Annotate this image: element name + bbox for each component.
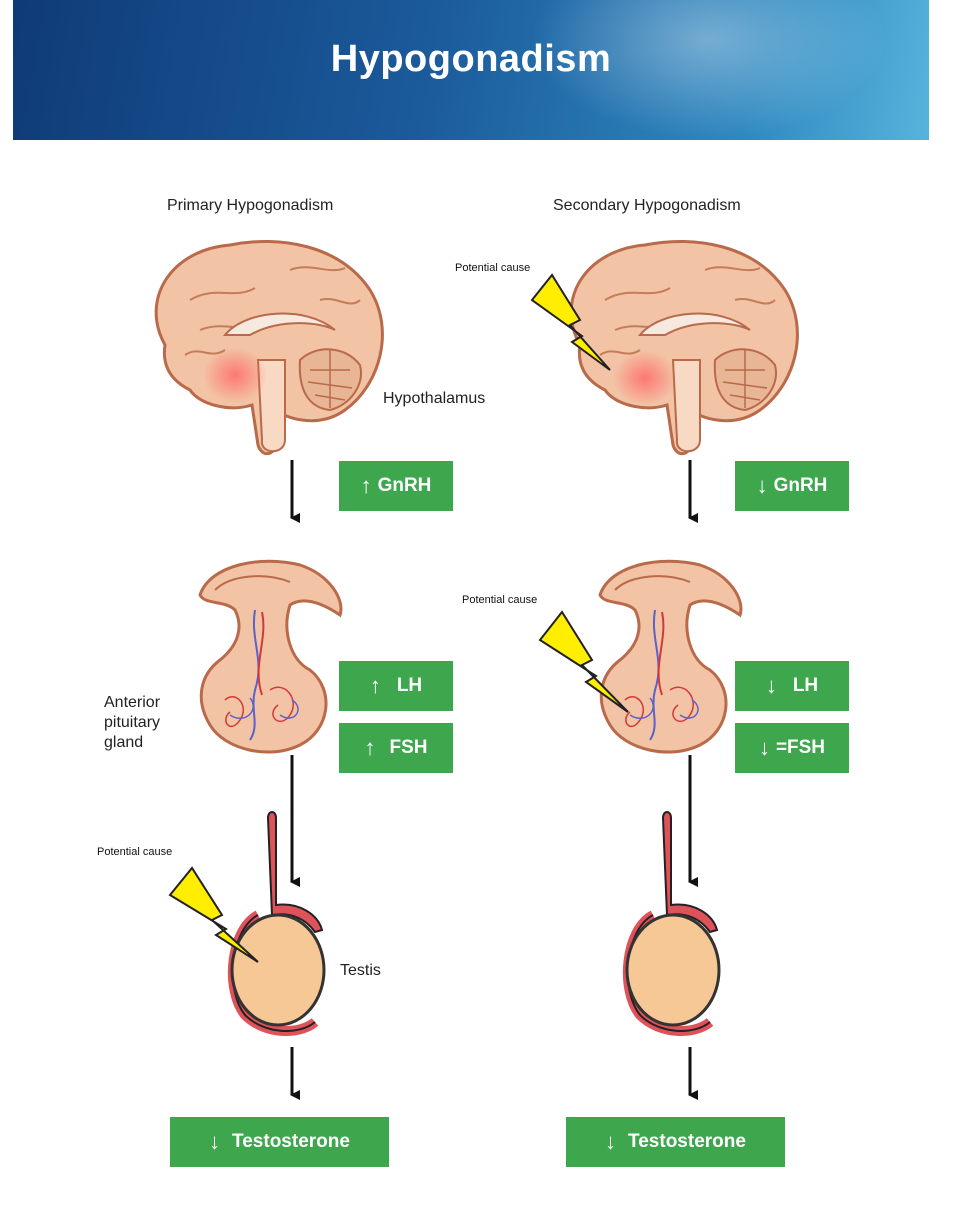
secondary-gnrh-text: GnRH	[773, 475, 828, 496]
primary-column-title: Primary Hypogonadism	[167, 197, 334, 214]
primary-brain-icon	[154, 239, 384, 456]
primary-lh-badge: ↑ LH	[339, 661, 453, 711]
secondary-lh-arrow-icon: ↓	[765, 673, 777, 698]
primary-gnrh-text: GnRH	[377, 475, 432, 496]
secondary-gnrh-badge: ↓ GnRH	[735, 461, 849, 511]
primary-testis-cause-label: Potential cause	[97, 846, 173, 858]
secondary-lh-badge: ↓ LH	[735, 661, 849, 711]
testis-label: Testis	[340, 962, 381, 979]
secondary-testosterone-text: Testosterone	[628, 1131, 746, 1152]
hypothalamus-label: Hypothalamus	[383, 390, 486, 407]
title-banner: Hypogonadism	[13, 0, 929, 140]
page-title: Hypogonadism	[330, 38, 612, 80]
primary-gnrh-arrow-icon: ↑	[360, 473, 372, 498]
secondary-gnrh-arrow-icon: ↓	[756, 473, 768, 498]
primary-testosterone-text: Testosterone	[232, 1131, 350, 1152]
secondary-lh-text: LH	[792, 675, 819, 696]
primary-fsh-arrow-icon: ↑	[364, 735, 376, 760]
secondary-testosterone-arrow-icon: ↓	[605, 1129, 617, 1154]
secondary-brain-icon	[569, 239, 799, 456]
secondary-column-title: Secondary Hypogonadism	[553, 197, 741, 214]
secondary-fsh-badge: ↓ =FSH	[735, 723, 849, 773]
secondary-fsh-text: =FSH	[775, 737, 826, 758]
secondary-brain-cause-label: Potential cause	[455, 262, 531, 274]
secondary-fsh-arrow-icon: ↓	[758, 735, 770, 760]
secondary-pituitary-cause-label: Potential cause	[462, 594, 538, 606]
secondary-pituitary-icon	[598, 559, 743, 754]
primary-testosterone-arrow-icon: ↓	[209, 1129, 221, 1154]
secondary-testosterone-badge: ↓ Testosterone	[566, 1117, 785, 1167]
primary-lh-arrow-icon: ↑	[369, 673, 381, 698]
primary-testosterone-badge: ↓ Testosterone	[170, 1117, 389, 1167]
pituitary-label-line3: gland	[104, 734, 144, 751]
primary-testis-icon	[227, 811, 326, 1036]
primary-fsh-badge: ↑ FSH	[339, 723, 453, 773]
primary-pituitary-icon	[198, 559, 343, 754]
primary-testis-bolt-icon	[168, 866, 259, 963]
pituitary-label-line1: Anterior	[104, 694, 161, 711]
primary-lh-text: LH	[396, 675, 423, 696]
primary-fsh-text: FSH	[389, 737, 428, 758]
pituitary-label: Anterior pituitary gland	[104, 693, 160, 753]
secondary-pituitary-bolt-icon	[538, 610, 629, 713]
secondary-testis-icon	[622, 811, 721, 1036]
secondary-brain-bolt-icon	[530, 273, 611, 371]
pituitary-label-line2: pituitary	[104, 714, 161, 731]
primary-gnrh-badge: ↑ GnRH	[339, 461, 453, 511]
